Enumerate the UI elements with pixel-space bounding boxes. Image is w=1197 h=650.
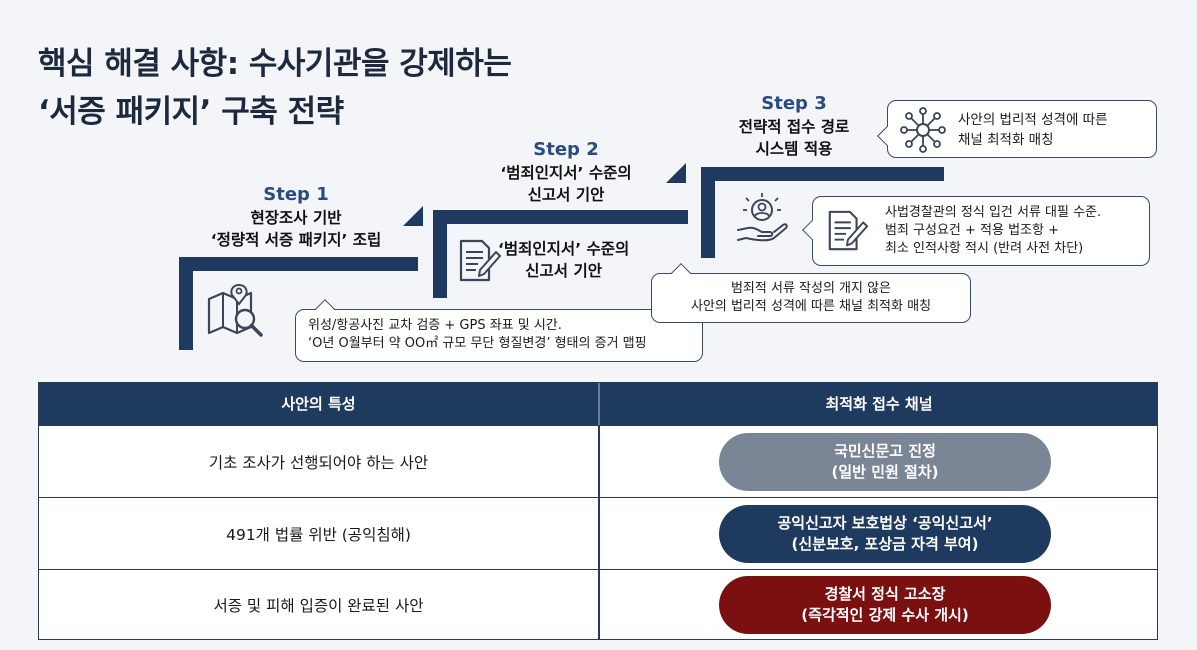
- callout-3-line-1: 사법경찰관의 정식 입건 서류 대필 수준.: [885, 205, 1102, 220]
- row-1-channel-line-2: (일반 민원 절차): [831, 463, 939, 481]
- staircase-diagram: [179, 163, 944, 350]
- step-2-label: Step 2 ‘범죄인지서’ 수준의 신고서 기안: [446, 138, 686, 206]
- row-3-case: 서증 및 피해 입증이 완료된 사안: [213, 596, 424, 615]
- callout-1-line-2: ‘O년 O월부터 약 OO㎡ 규모 무단 형질변경’ 형태의 증거 맵핑: [308, 336, 647, 351]
- step-3-line-1: 전략적 접수 경로: [738, 118, 850, 136]
- table-row: 서증 및 피해 입증이 완료된 사안 경찰서 정식 고소장 (즉각적인 강제 수…: [39, 569, 1157, 639]
- step-3-line-2: 시스템 적용: [755, 140, 833, 158]
- table-row: 기초 조사가 선행되어야 하는 사안 국민신문고 진정 (일반 민원 절차): [39, 425, 1157, 497]
- table-row: 491개 법률 위반 (공익침해) 공익신고자 보호법상 ‘공익신고서’ (신분…: [39, 497, 1157, 569]
- map-search-icon: [207, 283, 263, 337]
- column-divider: [598, 570, 600, 639]
- row-2-case: 491개 법률 위반 (공익침해): [226, 525, 411, 544]
- callout-step-1: 위성/항공사진 교차 검증 + GPS 좌표 및 시간. ‘O년 O월부터 약 …: [295, 299, 703, 362]
- step-2-line-2: 신고서 기안: [527, 186, 605, 204]
- row-1-channel-line-1: 국민신문고 진정: [834, 442, 936, 460]
- header-channel: 최적화 접수 채널: [825, 395, 933, 413]
- row-2-channel-line-2: (신분보호, 포상금 자격 부여): [791, 535, 979, 553]
- callout-4-line-1: 사안의 법리적 성격에 따른: [958, 112, 1108, 128]
- step-1-label: Step 1 현장조사 기반 ‘정량적 서증 패키지’ 조립: [176, 183, 416, 251]
- row-3-channel-line-2: (즉각적인 강제 수사 개시): [801, 606, 969, 624]
- column-divider: [598, 498, 600, 569]
- callout-2-line-2: 사안의 법리적 성격에 따른 채널 최적화 매칭: [690, 299, 932, 314]
- title-line-2: ‘서증 패키지’ 구축 전략: [38, 94, 344, 130]
- stair-arrow-2: [666, 163, 686, 183]
- document-pen-icon: [828, 210, 869, 251]
- row-3-channel-pill: 경찰서 정식 고소장 (즉각적인 강제 수사 개시): [719, 576, 1051, 634]
- step-1-number: Step 1: [263, 184, 329, 205]
- callout-3-line-2: 범죄 구성요건 + 적용 법조항 +: [885, 223, 1060, 238]
- step-1-line-2: ‘정량적 서증 패키지’ 조립: [210, 231, 382, 249]
- step-3-label: Step 3 전략적 접수 경로 시스템 적용: [674, 92, 914, 160]
- row-3-channel-line-1: 경찰서 정식 고소장: [824, 585, 946, 603]
- row-1-channel-pill: 국민신문고 진정 (일반 민원 절차): [719, 433, 1051, 491]
- stair-arrow-1: [403, 206, 423, 226]
- table-header: 사안의 특성 최적화 접수 채널: [39, 383, 1157, 425]
- stair-step-1: [179, 257, 418, 350]
- network-icon: [900, 107, 946, 153]
- header-case-type: 사안의 특성: [281, 395, 356, 413]
- row-2-channel-pill: 공익신고자 보호법상 ‘공익신고서’ (신분보호, 포상금 자격 부여): [719, 505, 1051, 563]
- callout-step-3-detail: 사법경찰관의 정식 입건 서류 대필 수준. 범죄 구성요건 + 적용 법조항 …: [802, 196, 1150, 266]
- row-2-channel-line-1: 공익신고자 보호법상 ‘공익신고서’: [777, 514, 993, 532]
- document-pen-icon: [459, 239, 501, 282]
- step-2-number: Step 2: [533, 139, 599, 160]
- callout-step-2: 범죄적 서류 작성의 개지 않은 사안의 법리적 성격에 따른 채널 최적화 매…: [651, 263, 971, 323]
- column-divider: [598, 426, 600, 497]
- callout-2-line-1: 범죄적 서류 작성의 개지 않은: [730, 281, 892, 296]
- person-hand-icon: [737, 193, 788, 242]
- step-2-detail-line-2: 신고서 기안: [525, 262, 602, 280]
- header-divider: [598, 383, 600, 425]
- callout-step-3: 사안의 법리적 성격에 따른 채널 최적화 매칭: [877, 100, 1157, 158]
- step-1-line-1: 현장조사 기반: [250, 209, 342, 227]
- step-2-detail-title: ‘범죄인지서’ 수준의 신고서 기안: [498, 238, 629, 282]
- channel-table: 사안의 특성 최적화 접수 채널 기초 조사가 선행되어야 하는 사안 국민신문…: [38, 382, 1158, 640]
- callout-3-line-3: 최소 인적사항 적시 (반려 사전 차단): [885, 241, 1084, 256]
- row-1-case: 기초 조사가 선행되어야 하는 사안: [208, 453, 429, 472]
- stair-step-3: [701, 167, 944, 258]
- stair-step-2: [433, 210, 688, 298]
- page-title: 핵심 해결 사항: 수사기관을 강제하는 ‘서증 패키지’ 구축 전략: [38, 40, 512, 136]
- callout-4-line-2: 채널 최적화 매칭: [958, 132, 1054, 148]
- title-line-1: 핵심 해결 사항: 수사기관을 강제하는: [38, 46, 512, 82]
- step-2-line-1: ‘범죄인지서’ 수준의: [500, 164, 632, 182]
- step-3-number: Step 3: [761, 93, 827, 114]
- callout-1-line-1: 위성/항공사진 교차 검증 + GPS 좌표 및 시간.: [308, 318, 562, 333]
- step-2-detail-line-1: ‘범죄인지서’ 수준의: [498, 240, 630, 258]
